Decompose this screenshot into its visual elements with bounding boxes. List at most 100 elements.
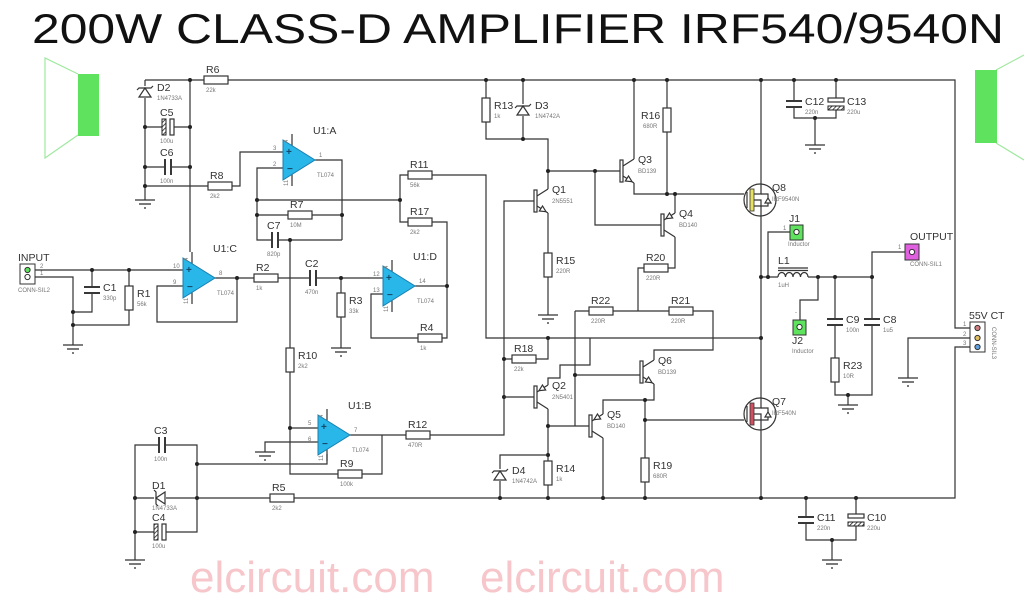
minus-sign: − [387, 290, 393, 301]
r22-ref-label: R22 [591, 295, 610, 307]
junction-dot [90, 268, 94, 272]
junction-dot [846, 393, 850, 397]
junction-dot [759, 78, 763, 82]
pin-number: 10 [173, 264, 180, 270]
r21-ref-label: R21 [671, 295, 690, 307]
junction-dot [498, 496, 502, 500]
junction-dot [816, 275, 820, 279]
c1-ref-label: C1 [103, 282, 117, 294]
d4-ref-label: D4 [512, 465, 526, 477]
body-diode-triangle [763, 196, 773, 204]
c12-ref-label: C12 [805, 96, 824, 108]
emitter-arrow [644, 375, 654, 384]
wire [264, 441, 318, 452]
r21-value-label: 220R [671, 319, 686, 325]
resistor-body [543, 252, 553, 278]
plus-sign: + [386, 273, 392, 284]
transistor-base-bar [533, 189, 538, 213]
junction-dot [235, 276, 239, 280]
pin-number: 11 [319, 454, 325, 461]
body-diode-triangle [763, 410, 773, 418]
mask [827, 100, 845, 108]
r20-ref-label: R20 [646, 252, 665, 264]
junction-dot [288, 426, 292, 430]
mask [164, 118, 172, 136]
capacitor-plate [827, 97, 845, 103]
resistor-body [417, 333, 443, 343]
r7-value-label: 10M [290, 223, 302, 229]
r14-ref-label: R14 [556, 463, 575, 475]
mask [309, 269, 317, 287]
connector-pin-icon [796, 323, 803, 331]
junction-dot [127, 268, 131, 272]
c6-ref-label: C6 [160, 147, 174, 159]
wire [594, 171, 661, 226]
transistor-lead [622, 158, 635, 167]
resistor-body [830, 357, 840, 383]
mask [826, 318, 844, 326]
wire [73, 270, 93, 313]
q8-ref-label: Q8 [772, 182, 786, 194]
wire [808, 251, 905, 278]
r1-value-label: 56k [137, 302, 148, 308]
junction-dot [288, 238, 292, 242]
ground-icon [822, 559, 842, 569]
wire [73, 270, 130, 326]
resistor-body [287, 210, 313, 220]
transistor-lead [536, 188, 549, 197]
body-line [754, 413, 762, 420]
resistor-body [407, 170, 433, 180]
c12-value-label: 220n [805, 110, 818, 116]
transistor-base-bar [588, 414, 593, 438]
transistor-base-bar [619, 159, 624, 183]
r18-value-label: 22k [514, 367, 525, 373]
plus-sign: + [321, 422, 327, 433]
wire [575, 310, 714, 360]
d4-value-label: 1N4742A [512, 479, 537, 485]
connector-pin-icon [974, 343, 981, 351]
j2-value-label: Inductor [792, 349, 814, 355]
r9-value-label: 100k [340, 482, 354, 488]
capacitor-plate [161, 118, 167, 136]
resistor-body [285, 347, 295, 373]
watermark-right: elcircuit.com [480, 553, 725, 600]
junction-dot [759, 496, 763, 500]
transistor-lead [536, 401, 549, 410]
q7-value-label: IRF540N [772, 411, 796, 417]
r13-value-label: 1k [494, 114, 501, 120]
r23-value-label: 10R [843, 374, 855, 380]
pin-number: - [795, 310, 797, 316]
minus-sign: − [187, 282, 193, 293]
wire [485, 80, 549, 189]
junction-dot [546, 336, 550, 340]
wire [767, 231, 790, 277]
capacitor-c12: C12 220n [785, 96, 824, 116]
u1-a-ref-label: U1:A [313, 125, 336, 137]
junction-dot [546, 424, 550, 428]
emitter-arrow [538, 204, 548, 213]
wire [134, 444, 198, 560]
r5-value-label: 2k2 [272, 506, 282, 512]
transistor-lead [591, 430, 604, 439]
pin-number: 4 [384, 265, 390, 269]
c3-ref-label: C3 [154, 425, 168, 437]
diode-triangle [137, 86, 153, 98]
junction-dot [759, 275, 763, 279]
wire [399, 174, 761, 339]
